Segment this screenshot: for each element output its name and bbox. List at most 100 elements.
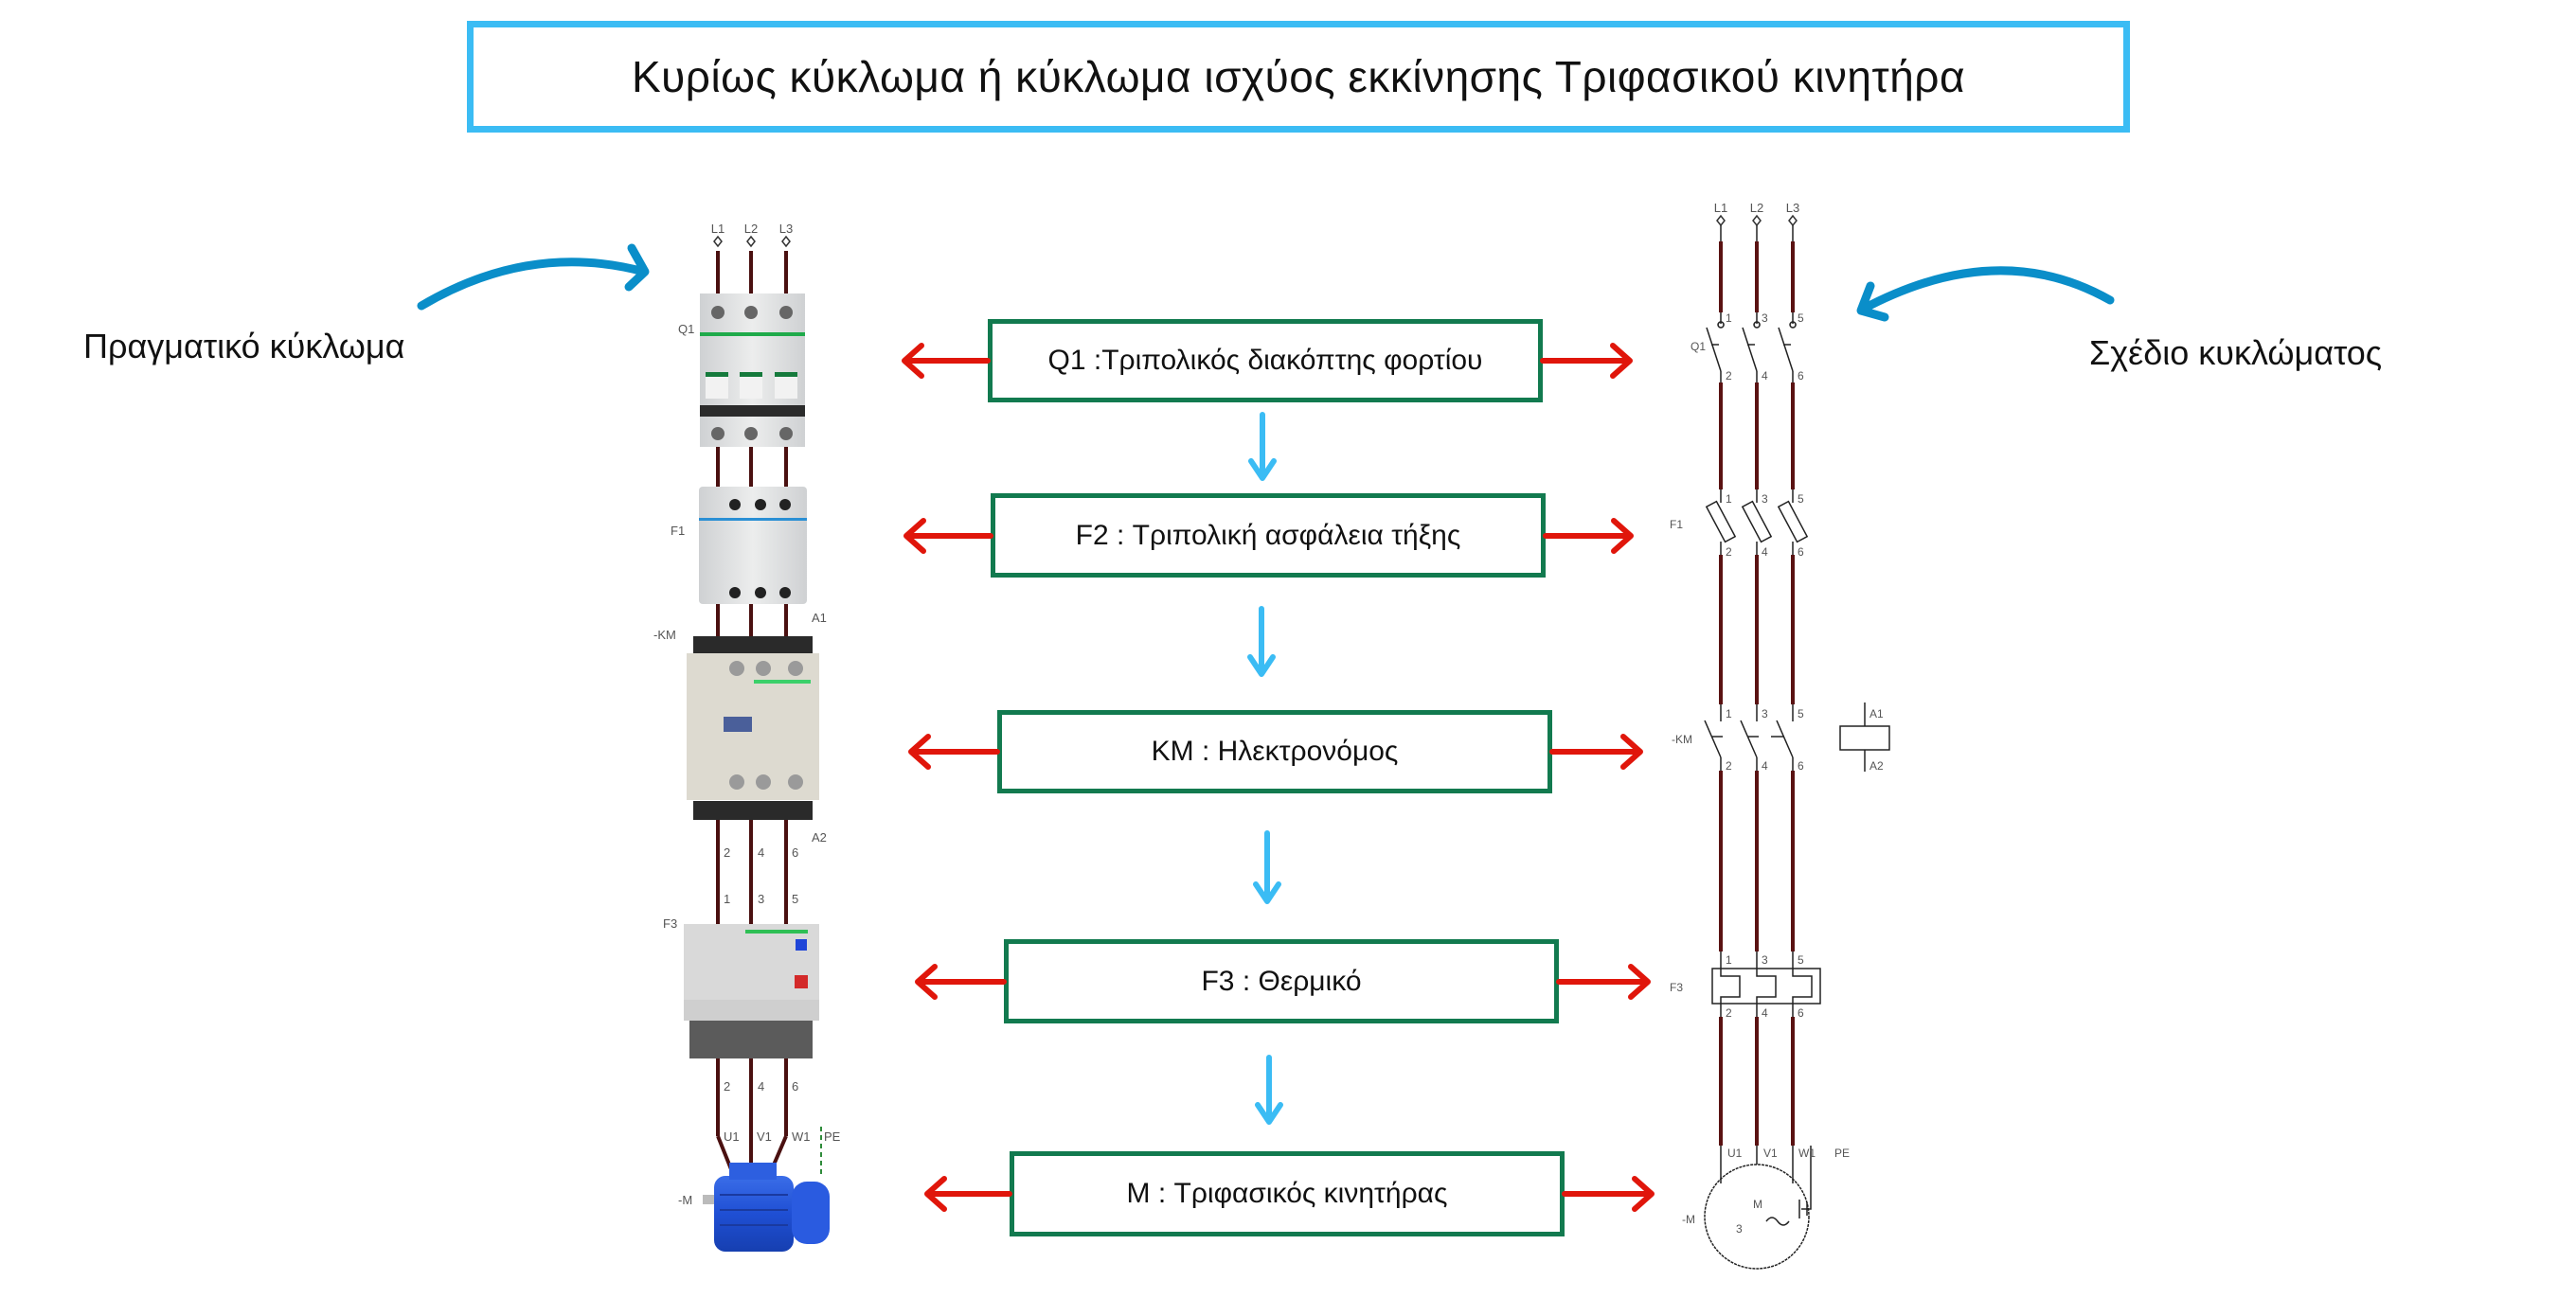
svg-text:PE: PE [1834, 1147, 1850, 1160]
arrow-right-km [1549, 734, 1643, 770]
arrow-left-km [908, 734, 1000, 770]
svg-text:6: 6 [1798, 545, 1804, 559]
arrow-left-f2 [903, 518, 993, 554]
svg-text:3: 3 [1762, 953, 1768, 967]
svg-text:W1: W1 [1798, 1147, 1816, 1160]
component-box-km: KM : Ηλεκτρονόμος [997, 710, 1552, 793]
schematic-coil-a2: A2 [1869, 759, 1884, 773]
svg-text:4: 4 [1762, 545, 1768, 559]
real-circuit-label: Πραγματικό κύκλωμα [83, 327, 405, 365]
svg-text:2: 2 [1726, 1006, 1732, 1020]
svg-text:4: 4 [758, 845, 764, 860]
svg-text:6: 6 [1798, 369, 1804, 382]
flow-arrow-1 [1248, 412, 1277, 481]
svg-text:2: 2 [1726, 545, 1732, 559]
component-label-q1: Q1 :Τριπολικός διακόπτης φορτίου [1047, 345, 1483, 376]
schematic-motor-symbol: M [1753, 1198, 1762, 1211]
real-f3-relay: 1 3 5 F3 2 4 6 [663, 892, 819, 1094]
curved-arrow-left [417, 243, 650, 311]
svg-text:L3: L3 [1786, 201, 1799, 215]
schematic-q1 [1706, 312, 1797, 382]
arrow-right-f2 [1543, 518, 1634, 554]
svg-text:6: 6 [1798, 759, 1804, 773]
real-phase-l3: L3 [779, 222, 793, 236]
arrow-left-m [924, 1176, 1012, 1212]
real-km-a1: A1 [812, 611, 827, 625]
svg-text:1: 1 [724, 892, 730, 906]
real-motor-label: -M [678, 1193, 692, 1207]
schematic-motor-phase: 3 [1736, 1222, 1743, 1236]
svg-text:W1: W1 [792, 1129, 811, 1144]
real-f3-label: F3 [663, 916, 677, 931]
svg-text:L2: L2 [1750, 201, 1763, 215]
real-f1-fuse: F1 [671, 487, 807, 604]
schematic-f1 [1705, 489, 1809, 555]
schematic-coil-a1: A1 [1869, 707, 1884, 720]
schematic-f3-label: F3 [1670, 981, 1683, 994]
svg-text:1: 1 [1726, 311, 1732, 325]
real-f1-label: F1 [671, 524, 685, 538]
arrow-left-f3 [915, 964, 1007, 1000]
component-label-f3: F3 : Θερμικό [1201, 965, 1362, 997]
svg-text:L1: L1 [1714, 201, 1727, 215]
svg-text:1: 1 [1726, 953, 1732, 967]
svg-text:3: 3 [758, 892, 764, 906]
svg-text:6: 6 [1798, 1006, 1804, 1020]
flow-arrow-3 [1253, 830, 1281, 904]
svg-text:PE: PE [824, 1129, 841, 1144]
flow-arrow-2 [1247, 606, 1276, 677]
svg-text:1: 1 [1726, 707, 1732, 720]
arrow-left-q1 [902, 343, 991, 379]
svg-text:5: 5 [1798, 492, 1804, 506]
svg-text:2: 2 [724, 845, 730, 860]
real-km-a2: A2 [812, 830, 827, 845]
component-box-f2: F2 : Τριπολική ασφάλεια τήξης [991, 493, 1546, 578]
schematic-motor [1704, 1146, 1812, 1270]
component-label-f2: F2 : Τριπολική ασφάλεια τήξης [1075, 519, 1461, 551]
svg-text:4: 4 [1762, 369, 1768, 382]
real-km-label: -KM [653, 628, 676, 642]
real-q1-label: Q1 [678, 322, 694, 336]
component-box-m: M : Τριφασικός κινητήρας [1010, 1151, 1565, 1236]
arrow-right-q1 [1540, 343, 1633, 379]
svg-text:6: 6 [792, 1079, 798, 1094]
schematic-f3 [1711, 951, 1821, 1017]
page-title: Κυρίως κύκλωμα ή κύκλωμα ισχύος εκκίνηση… [631, 52, 1966, 101]
svg-text:3: 3 [1762, 492, 1768, 506]
component-box-f3: F3 : Θερμικό [1004, 939, 1559, 1023]
svg-text:6: 6 [792, 845, 798, 860]
arrow-right-f3 [1556, 964, 1651, 1000]
schematic-km [1704, 702, 1890, 772]
svg-text:3: 3 [1762, 707, 1768, 720]
svg-text:5: 5 [1798, 311, 1804, 325]
component-box-q1: Q1 :Τριπολικός διακόπτης φορτίου [988, 319, 1543, 402]
real-q1-breaker: Q1 [678, 293, 805, 447]
svg-text:4: 4 [758, 1079, 764, 1094]
schematic-q1-label: Q1 [1690, 340, 1706, 353]
svg-text:V1: V1 [757, 1129, 772, 1144]
real-motor: U1 V1 W1 PE -M [678, 1129, 841, 1252]
real-circuit: L1 L2 L3 Q1 [653, 222, 841, 1252]
flow-arrow-4 [1255, 1055, 1283, 1125]
svg-text:5: 5 [1798, 707, 1804, 720]
schematic-f1-label: F1 [1670, 518, 1683, 531]
svg-text:1: 1 [1726, 492, 1732, 506]
curved-arrow-right [1856, 266, 2115, 322]
title-box: Κυρίως κύκλωμα ή κύκλωμα ισχύος εκκίνηση… [467, 21, 2130, 133]
real-km-contactor: -KM A1 A2 2 4 6 [653, 611, 827, 860]
component-label-km: KM : Ηλεκτρονόμος [1151, 736, 1399, 767]
svg-text:2: 2 [724, 1079, 730, 1094]
svg-text:5: 5 [792, 892, 798, 906]
svg-text:3: 3 [1762, 311, 1768, 325]
svg-text:4: 4 [1762, 759, 1768, 773]
svg-text:U1: U1 [1727, 1147, 1743, 1160]
component-label-m: M : Τριφασικός κινητήρας [1126, 1178, 1448, 1209]
schematic: L1 L2 L3 Q1 1 3 5 2 4 6 F1 1 [1670, 201, 1890, 1270]
schematic-km-label: -KM [1672, 733, 1692, 746]
svg-text:2: 2 [1726, 369, 1732, 382]
real-phase-l2: L2 [744, 222, 758, 236]
svg-text:5: 5 [1798, 953, 1804, 967]
schematic-label: Σχέδιο κυκλώματος [2089, 333, 2383, 372]
real-phase-l1: L1 [711, 222, 724, 236]
schematic-motor-label: -M [1682, 1213, 1695, 1226]
